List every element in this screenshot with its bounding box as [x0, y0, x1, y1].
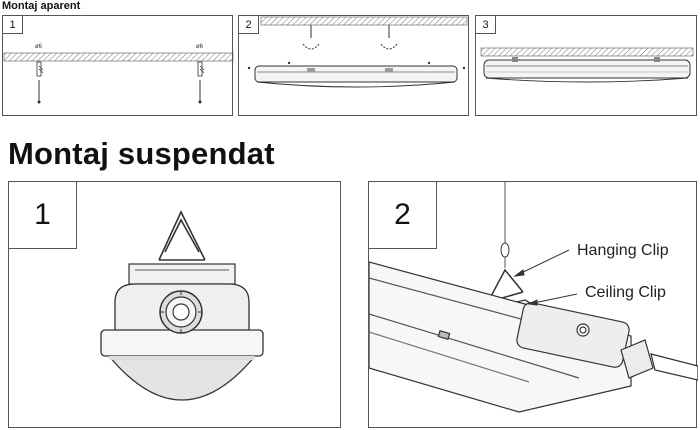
suspended-step-1-number: 1 — [9, 182, 77, 249]
wall-plug-left — [36, 61, 44, 104]
hanging-clip-front — [158, 210, 206, 261]
suspended-step-1-panel: 1 — [8, 181, 341, 428]
suspended-mount-title: Montaj suspendat — [8, 136, 275, 171]
cable-gland-icon — [159, 290, 203, 334]
ceiling-surface — [480, 47, 694, 57]
ceiling-clip-left — [302, 25, 320, 50]
suspended-step-2-number: 2 — [369, 182, 437, 249]
mounted-fixture — [483, 57, 691, 83]
fixture-cross-section — [100, 283, 264, 401]
suspended-step-1-illustration — [100, 210, 264, 401]
surface-step-1-illustration: ø6 ø6 — [3, 44, 234, 104]
gland-and-cable — [620, 339, 698, 381]
surface-step-1-panel: 1 ø6 ø6 — [2, 15, 234, 116]
surface-step-3-number: 3 — [476, 16, 496, 34]
suspended-step-2-panel: 2 — [368, 181, 698, 428]
suspended-step-2-illustration — [369, 182, 698, 413]
fixture-body-perspective — [369, 261, 632, 413]
ceiling-surface — [3, 52, 234, 62]
wall-plug-right — [197, 61, 205, 104]
suspension-wire — [500, 182, 510, 268]
surface-step-2-illustration — [247, 16, 468, 88]
surface-step-2-panel: 2 — [238, 15, 469, 116]
hanging-clip-label: Hanging Clip — [577, 242, 669, 259]
surface-mount-title: Montaj aparent — [2, 0, 81, 12]
ceiling-surface — [260, 16, 468, 26]
hole-label-right: ø6 — [196, 44, 204, 50]
ceiling-clip-front — [128, 263, 236, 285]
ceiling-clip-right — [380, 25, 398, 50]
surface-step-3-panel: 3 — [475, 15, 697, 116]
surface-step-3-illustration — [480, 47, 694, 83]
hole-label-left: ø6 — [35, 44, 43, 50]
ceiling-clip-label: Ceiling Clip — [585, 284, 666, 301]
callout-leaders — [513, 249, 578, 306]
surface-step-1-number: 1 — [3, 16, 23, 34]
fixture-body — [254, 65, 458, 88]
surface-step-2-number: 2 — [239, 16, 259, 34]
